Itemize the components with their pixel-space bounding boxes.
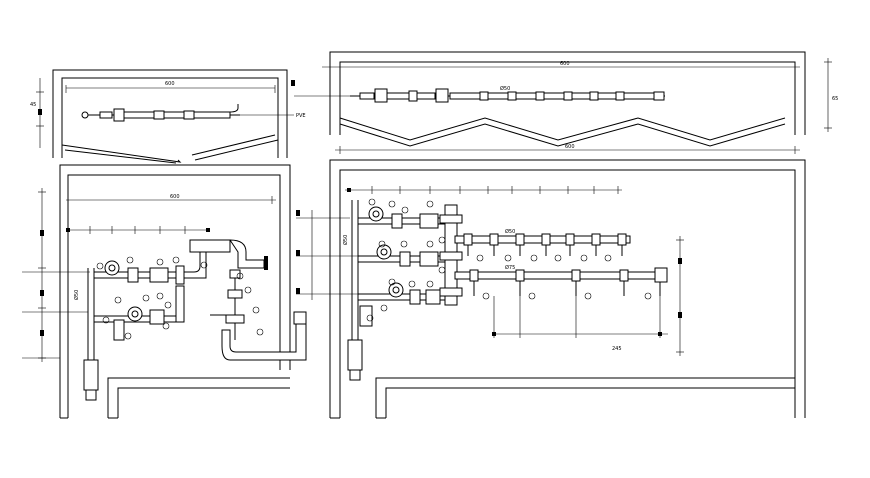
- tr-overall-dim: 600: [560, 61, 570, 67]
- br-lower-manifold-label: Ø75: [505, 264, 515, 271]
- br-riser-label: Ø50: [342, 235, 349, 245]
- top-left-view: 600 45 PVE: [30, 69, 306, 164]
- tl-overall-dim: 600: [165, 81, 175, 87]
- top-right-view: 600 65 Ø50: [291, 51, 838, 147]
- bl-overall-dim: 600: [170, 194, 180, 200]
- br-depth-dim: 245: [612, 346, 622, 352]
- tr-pipe-label: Ø50: [500, 85, 510, 92]
- bottom-left-view: 600 Ø50: [22, 164, 307, 419]
- tl-height-dim: 45: [30, 102, 36, 108]
- bl-riser-label: Ø50: [73, 290, 80, 300]
- tl-pipe-label: PVE: [296, 113, 306, 119]
- br-upper-manifold-label: Ø50: [505, 228, 515, 235]
- br-overall-dim: 600: [565, 144, 575, 150]
- bottom-right-view: 600 Ø50: [296, 144, 806, 419]
- tr-height-dim: 65: [832, 96, 838, 102]
